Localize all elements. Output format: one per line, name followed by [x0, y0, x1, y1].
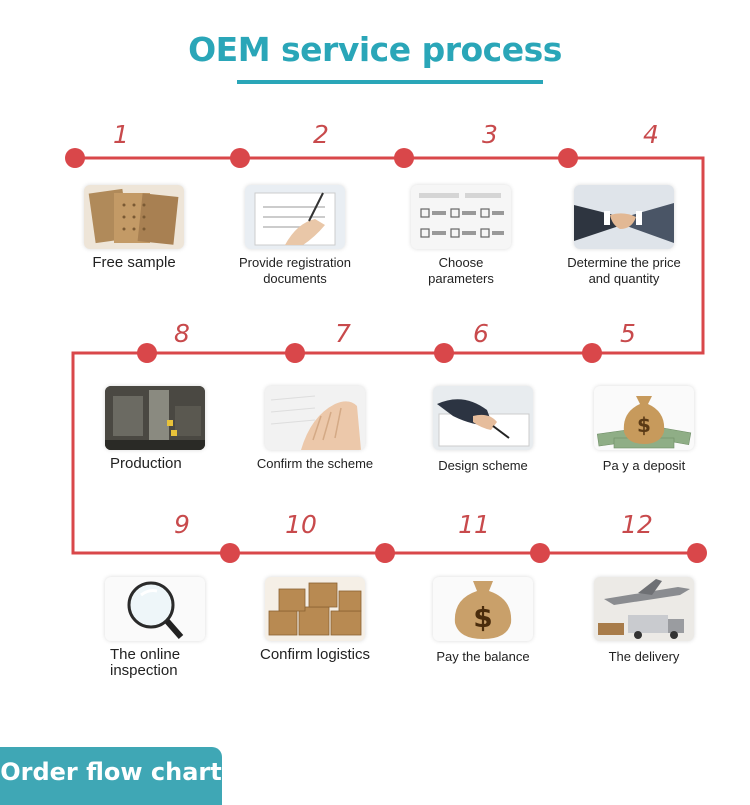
step-label: The online inspection — [110, 646, 181, 679]
step-label: Production — [110, 455, 182, 472]
step-4: Determine the price and quantity — [549, 185, 699, 287]
step-number: 1 — [113, 120, 129, 149]
svg-text:$: $ — [473, 601, 492, 634]
step-label: Design scheme — [438, 458, 528, 473]
design-drawing-icon — [433, 386, 533, 450]
step-label: Pa y a deposit — [602, 458, 686, 473]
step-2: Provide registration documents — [220, 185, 370, 287]
step-7: Confirm the scheme — [240, 386, 390, 472]
balance-bag-icon: $ — [433, 577, 533, 641]
step-12: The delivery — [569, 577, 719, 665]
order-flow-badge: Order flow chart — [0, 747, 222, 805]
step-label: Free sample — [92, 254, 176, 271]
boxes-icon — [265, 577, 365, 641]
step-number: 11 — [458, 510, 490, 539]
step-9: The online inspection — [80, 577, 230, 679]
step-number: 6 — [473, 319, 489, 348]
step-number: 2 — [313, 120, 329, 149]
title-underline — [237, 80, 543, 84]
step-11: $ Pay the balance — [408, 577, 558, 665]
svg-text:$: $ — [637, 413, 651, 437]
step-label: Pay the balance — [436, 649, 530, 664]
step-number: 7 — [335, 319, 351, 348]
step-label: Confirm the scheme — [256, 456, 374, 471]
flow-dot-10 — [375, 543, 395, 563]
step-3: Choose parameters — [386, 185, 536, 287]
sample-patches-icon — [84, 185, 184, 249]
factory-line-icon — [105, 386, 205, 450]
writing-documents-icon — [245, 185, 345, 249]
step-number: 5 — [620, 319, 636, 348]
flow-dot-1 — [65, 148, 85, 168]
step-label: Confirm logistics — [259, 646, 371, 663]
page-title: OEM service process — [188, 30, 562, 69]
step-label: Determine the price and quantity — [567, 255, 681, 286]
flow-dot-8 — [137, 343, 157, 363]
step-number: 12 — [621, 510, 653, 539]
magnifier-icon — [105, 577, 205, 641]
step-number: 9 — [174, 510, 190, 539]
confirm-scheme-icon — [265, 386, 365, 450]
form-parameters-icon — [411, 185, 511, 249]
flow-dot-4 — [558, 148, 578, 168]
handshake-icon — [574, 185, 674, 249]
step-number: 4 — [643, 120, 659, 149]
step-number: 8 — [174, 319, 190, 348]
flow-dot-3 — [394, 148, 414, 168]
step-5: $ Pa y a deposit — [569, 386, 719, 474]
airplane-truck-icon — [594, 577, 694, 641]
step-label: Provide registration documents — [239, 255, 351, 286]
step-number: 10 — [285, 510, 317, 539]
flow-dot-11 — [530, 543, 550, 563]
flow-dot-9 — [220, 543, 240, 563]
flow-dot-12 — [687, 543, 707, 563]
flow-dot-2 — [230, 148, 250, 168]
flow-dot-6 — [434, 343, 454, 363]
flow-dot-5 — [582, 343, 602, 363]
money-bag-icon: $ — [594, 386, 694, 450]
step-label: Choose parameters — [428, 255, 494, 286]
step-6: Design scheme — [408, 386, 558, 474]
step-1: Free sample — [59, 185, 209, 271]
step-number: 3 — [482, 120, 498, 149]
badge-label: Order flow chart — [0, 758, 222, 786]
step-label: The delivery — [608, 649, 680, 664]
flow-dot-7 — [285, 343, 305, 363]
step-8: Production — [80, 386, 230, 472]
step-10: Confirm logistics — [240, 577, 390, 663]
